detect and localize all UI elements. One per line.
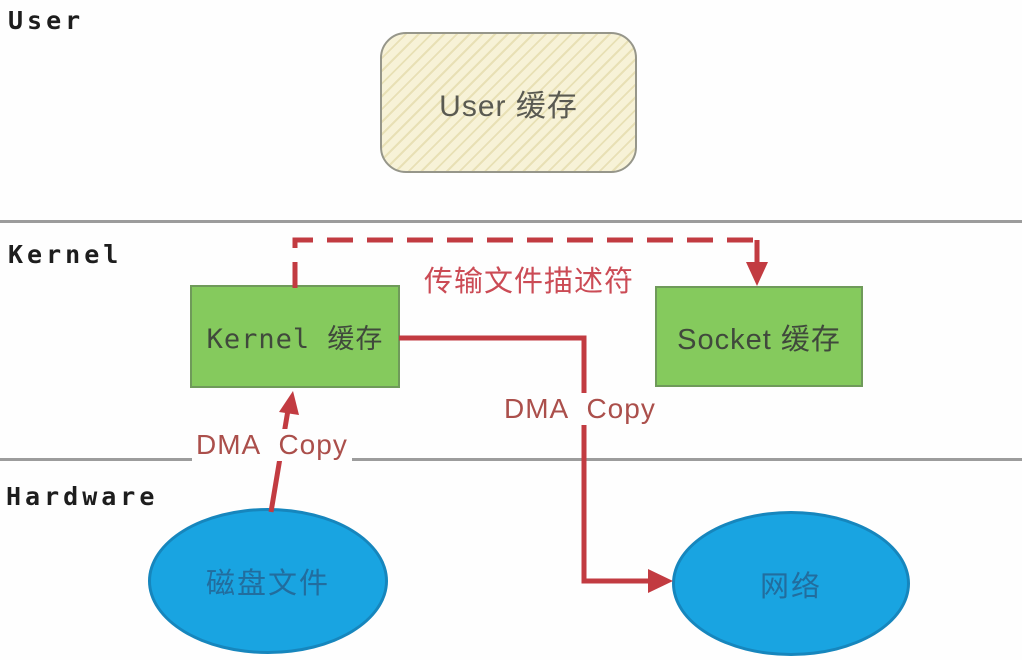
kernel-hardware-divider-line: [0, 458, 1022, 461]
layer-label-user: User: [8, 6, 85, 35]
fd-transfer-edge-label: 传输文件描述符: [423, 266, 634, 298]
network-label: 网络: [759, 570, 822, 603]
kernel-to-network-arrowhead: [648, 569, 673, 593]
dma-copy-left-edge-label: DMA Copy: [192, 429, 352, 461]
kernel-buffer-label: Kernel 缓存: [206, 324, 384, 355]
dma-copy-right-edge-label: DMA Copy: [500, 393, 660, 425]
disk-to-kernel-arrowhead: [279, 391, 299, 415]
layer-label-hardware: Hardware: [6, 482, 159, 511]
layer-label-kernel: Kernel: [8, 240, 123, 269]
user-buffer-label: User 缓存: [439, 89, 578, 123]
kernel-to-network-line: [399, 335, 650, 584]
user-buffer-node: User 缓存: [380, 32, 637, 173]
socket-buffer-label: Socket 缓存: [677, 323, 841, 356]
socket-buffer-node: Socket 缓存: [655, 286, 863, 387]
network-node: 网络: [672, 511, 910, 656]
user-kernel-divider-line: [0, 220, 1022, 223]
fd-transfer-arrowhead: [746, 262, 768, 286]
disk-file-node: 磁盘文件: [148, 508, 388, 654]
disk-file-label: 磁盘文件: [205, 568, 330, 600]
fd-transfer-dashed-line: [292, 237, 757, 288]
